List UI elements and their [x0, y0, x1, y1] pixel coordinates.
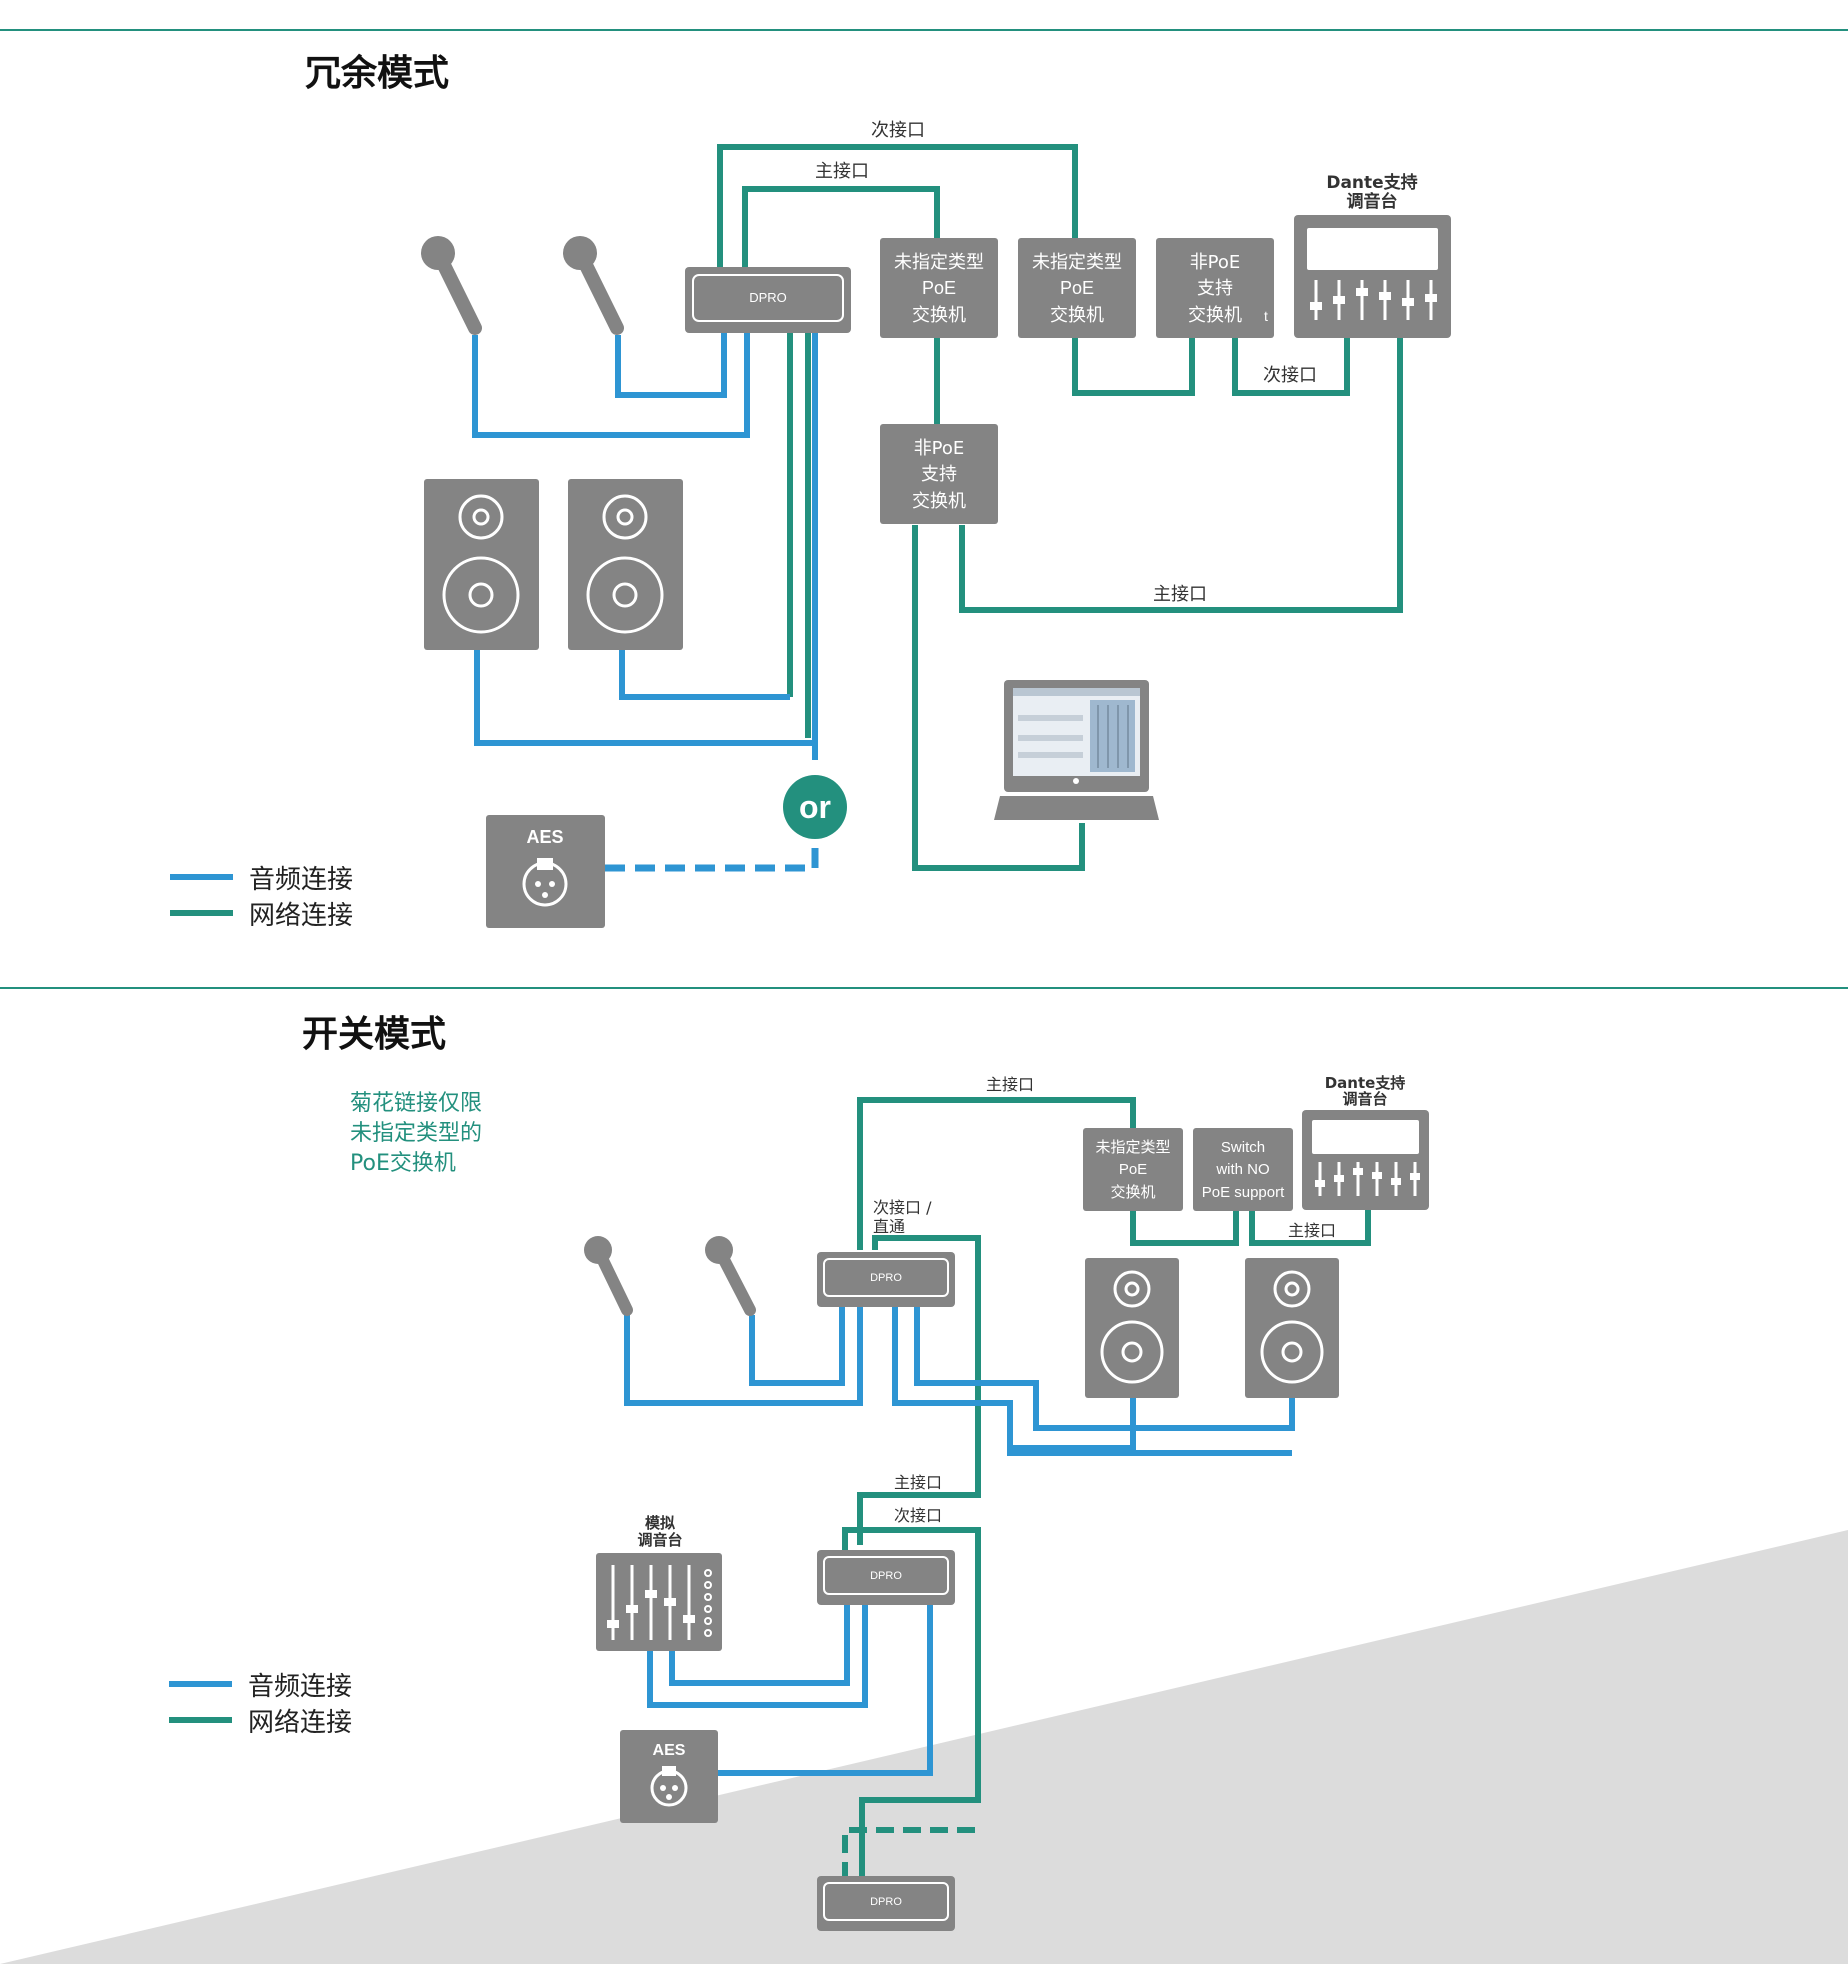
section1-aes-dashed-cable	[605, 842, 819, 872]
switch-box: 未指定类型 PoE 交换机	[1018, 238, 1136, 338]
dpro-device: DPRO	[817, 1876, 955, 1931]
or-label: or	[799, 789, 831, 825]
section2-audio-cables	[624, 1306, 1295, 1776]
label-secondary-through: 直通	[873, 1217, 905, 1236]
aes-label: AES	[526, 827, 563, 847]
dpro-label: DPRO	[749, 290, 787, 305]
console-label-line: Dante支持	[1325, 1074, 1406, 1092]
section2-dashed-network-cable	[842, 1827, 980, 1880]
label-secondary-top: 次接口	[871, 120, 925, 141]
switch-box: 非PoE 支持 交换机	[880, 424, 998, 524]
switch-label-line: 未指定类型	[1032, 252, 1122, 273]
dpro-label: DPRO	[870, 1570, 902, 1582]
label-secondary-through: 次接口 /	[873, 1198, 932, 1217]
switch-box: 未指定类型 PoE 交换机	[1083, 1128, 1183, 1211]
analog-console-label-line: 调音台	[637, 1531, 682, 1549]
switch-label-line: 交换机	[1110, 1183, 1155, 1201]
dante-console	[1302, 1110, 1429, 1210]
analog-console-label-line: 模拟	[645, 1514, 675, 1532]
label-primary-mid: 主接口	[894, 1473, 942, 1492]
section2-network-cables	[842, 1097, 1371, 1880]
aes-connector: AES	[486, 815, 605, 928]
switch-label-line: 交换机	[912, 305, 966, 326]
switch-label-line: 未指定类型	[1095, 1138, 1170, 1156]
dpro-device: DPRO	[685, 267, 851, 333]
switch-label-line: 交换机	[912, 491, 966, 512]
background-band	[0, 1530, 1848, 1964]
or-circle	[783, 775, 847, 839]
dpro-device: DPRO	[817, 1550, 955, 1605]
section1-title: 冗余模式	[305, 52, 449, 94]
section1-audio-cables	[472, 328, 818, 760]
dante-console	[1294, 215, 1451, 338]
speaker-icon	[568, 479, 683, 650]
switch-box: 未指定类型 PoE 交换机	[880, 238, 998, 338]
switch-label-line: 支持	[921, 464, 957, 485]
aes-label: AES	[653, 1742, 686, 1759]
microphone-icon	[584, 1236, 633, 1316]
section2-note-line: 菊花链接仅限	[350, 1091, 482, 1116]
switch-label-line: PoE	[1119, 1161, 1147, 1178]
legend-audio-label: 音频连接	[249, 865, 353, 895]
switch-label-suffix: t	[1264, 308, 1268, 324]
label-primary-bottom: 主接口	[1153, 584, 1207, 605]
switch-box: Switch with NO PoE support	[1193, 1128, 1293, 1211]
section1-network-cables	[717, 144, 1403, 871]
label-secondary-right: 次接口	[1263, 365, 1317, 386]
switch-label-line: 未指定类型	[894, 252, 984, 273]
analog-console	[596, 1553, 722, 1651]
console-label-line: 调音台	[1347, 191, 1398, 212]
switch-label-line: 支持	[1197, 278, 1233, 299]
speaker-icon	[424, 479, 539, 650]
section2-title: 开关模式	[302, 1014, 446, 1055]
switch-label-line: 非PoE	[914, 438, 965, 459]
switch-label-line: with NO	[1215, 1161, 1269, 1178]
label-primary-top: 主接口	[815, 161, 869, 182]
dpro-label: DPRO	[870, 1272, 902, 1284]
section2-note-line: 未指定类型的	[350, 1121, 482, 1146]
speaker-icon	[1245, 1258, 1339, 1398]
legend-network-label: 网络连接	[248, 1708, 352, 1738]
switch-box: 非PoE 支持 交换机 t	[1156, 238, 1274, 338]
dpro-device: DPRO	[817, 1252, 955, 1307]
aes-connector: AES	[620, 1730, 718, 1823]
microphone-icon	[705, 1236, 756, 1316]
section2-note-line: PoE交换机	[350, 1151, 456, 1176]
switch-label-line: 交换机	[1188, 305, 1242, 326]
switch-label-line: PoE	[922, 278, 956, 298]
microphone-icon	[563, 236, 624, 335]
console-label-line: Dante支持	[1326, 172, 1417, 193]
switch-label-line: PoE	[1060, 278, 1094, 298]
console-label-line: 调音台	[1342, 1090, 1387, 1108]
legend-network-label: 网络连接	[249, 901, 353, 931]
speaker-icon	[1085, 1258, 1179, 1398]
microphone-icon	[421, 236, 482, 335]
label-secondary-mid: 次接口	[894, 1506, 942, 1525]
switch-label-line: 交换机	[1050, 305, 1104, 326]
label-primary-right: 主接口	[1288, 1221, 1336, 1240]
switch-label-line: PoE support	[1202, 1184, 1285, 1201]
dpro-label: DPRO	[870, 1896, 902, 1908]
switch-label-line: Switch	[1221, 1139, 1265, 1156]
switch-label-line: 非PoE	[1190, 252, 1241, 273]
legend-audio-label: 音频连接	[248, 1672, 352, 1702]
label-primary-top: 主接口	[986, 1075, 1034, 1094]
laptop-icon	[994, 680, 1159, 820]
